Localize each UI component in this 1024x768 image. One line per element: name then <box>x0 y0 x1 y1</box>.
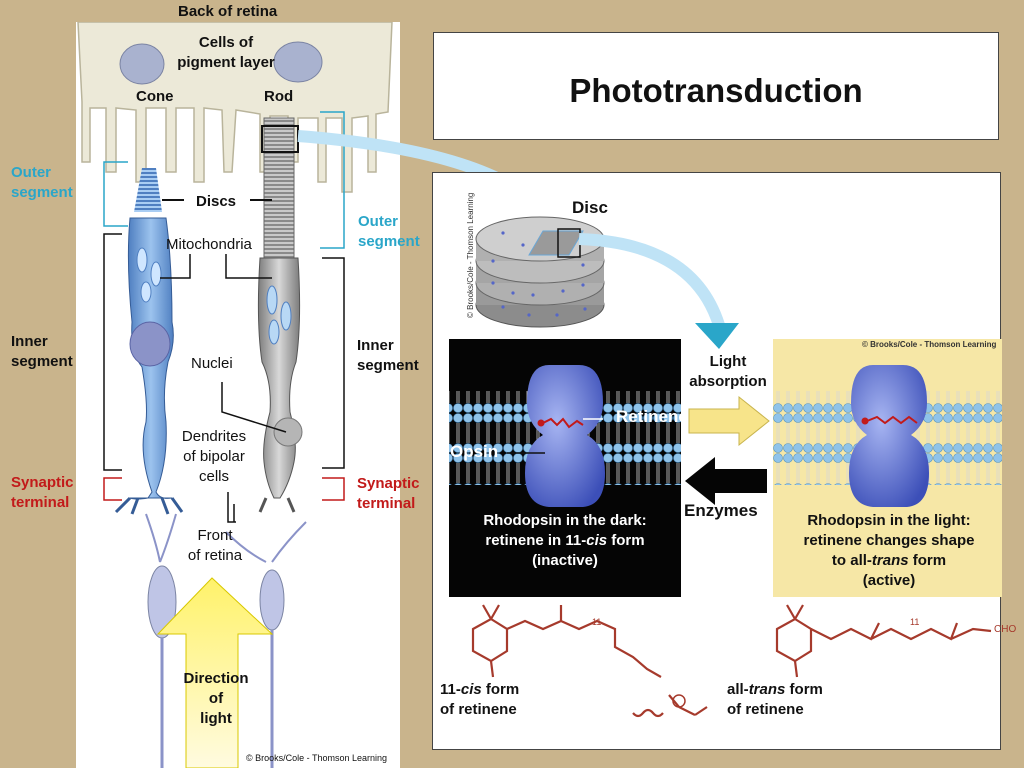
light-caption-line4: (active) <box>862 572 916 589</box>
front-of-retina-label: Front of retina <box>187 527 243 564</box>
right-credit-box: © Brooks/Cole - Thomson Learning <box>862 340 997 349</box>
zoom-arrow-2 <box>578 233 725 327</box>
disc-label: Disc <box>572 198 608 217</box>
trans-form-label-line2: of retinene <box>727 701 804 718</box>
cis-form-label-line2: of retinene <box>440 701 517 718</box>
mitochondria-label: Mitochondria <box>166 236 252 253</box>
enzymes-arrow <box>685 457 767 505</box>
light-caption-line2: retinene changes shape <box>803 532 975 549</box>
rod-cell <box>257 257 301 499</box>
light-absorption-label: Light absorption <box>689 353 767 390</box>
dark-caption-line3: (inactive) <box>532 552 598 569</box>
synaptic-terminal-right-label: Synaptic terminal <box>357 475 420 512</box>
dark-caption-line2: retinene in 11-cis form <box>485 532 645 549</box>
pigment-layer-label: Cells of pigment layer <box>177 34 275 71</box>
retina-drawing <box>77 22 393 768</box>
inner-segment-left-label: Inner segment <box>11 333 73 370</box>
molecular-drawing <box>449 216 1002 718</box>
light-arrow <box>156 577 274 768</box>
cis-form-label: 11-cis form <box>440 681 520 698</box>
chem-label-11-trans: 11 <box>910 617 920 627</box>
title-box: Phototransduction <box>433 32 999 140</box>
rod-label: Rod <box>264 88 294 105</box>
right-credit-vertical: © Brooks/Cole - Thomson Learning <box>466 192 475 318</box>
chem-label-cho: CHO <box>994 624 1017 635</box>
retinene-label: Retinene <box>616 407 688 426</box>
inner-segment-right-label: Inner segment <box>357 337 419 374</box>
light-caption-line3: to all-trans form <box>831 552 947 569</box>
back-of-retina-label: Back of retina <box>178 3 278 20</box>
dendrites-label: Dendrites of bipolar cells <box>181 428 247 485</box>
nuclei-label: Nuclei <box>191 355 233 372</box>
light-caption-line1: Rhodopsin in the light: <box>807 512 971 529</box>
dark-caption-line1: Rhodopsin in the dark: <box>483 512 647 529</box>
outer-segment-right-label: Outer segment <box>358 213 420 250</box>
molecular-panel <box>432 172 1002 750</box>
rod-outer-segment <box>263 117 295 259</box>
outer-segment-left-label: Outer segment <box>11 164 73 201</box>
enzymes-label: Enzymes <box>684 501 758 520</box>
retina-panel <box>76 22 400 768</box>
direction-of-light-label: Direction of light <box>183 670 249 727</box>
light-absorption-arrow <box>688 395 770 447</box>
discs-label: Discs <box>196 193 237 210</box>
cone-outer-segment <box>134 168 162 212</box>
chem-label-11-cis: 11 <box>592 617 602 627</box>
trans-form-label: all-trans form <box>727 681 823 698</box>
left-credit: © Brooks/Cole - Thomson Learning <box>246 753 388 763</box>
page-title: Phototransduction <box>569 72 863 109</box>
synaptic-terminal-left-label: Synaptic terminal <box>11 474 74 511</box>
cone-label: Cone <box>136 88 174 105</box>
opsin-label: Opsin <box>450 442 499 461</box>
